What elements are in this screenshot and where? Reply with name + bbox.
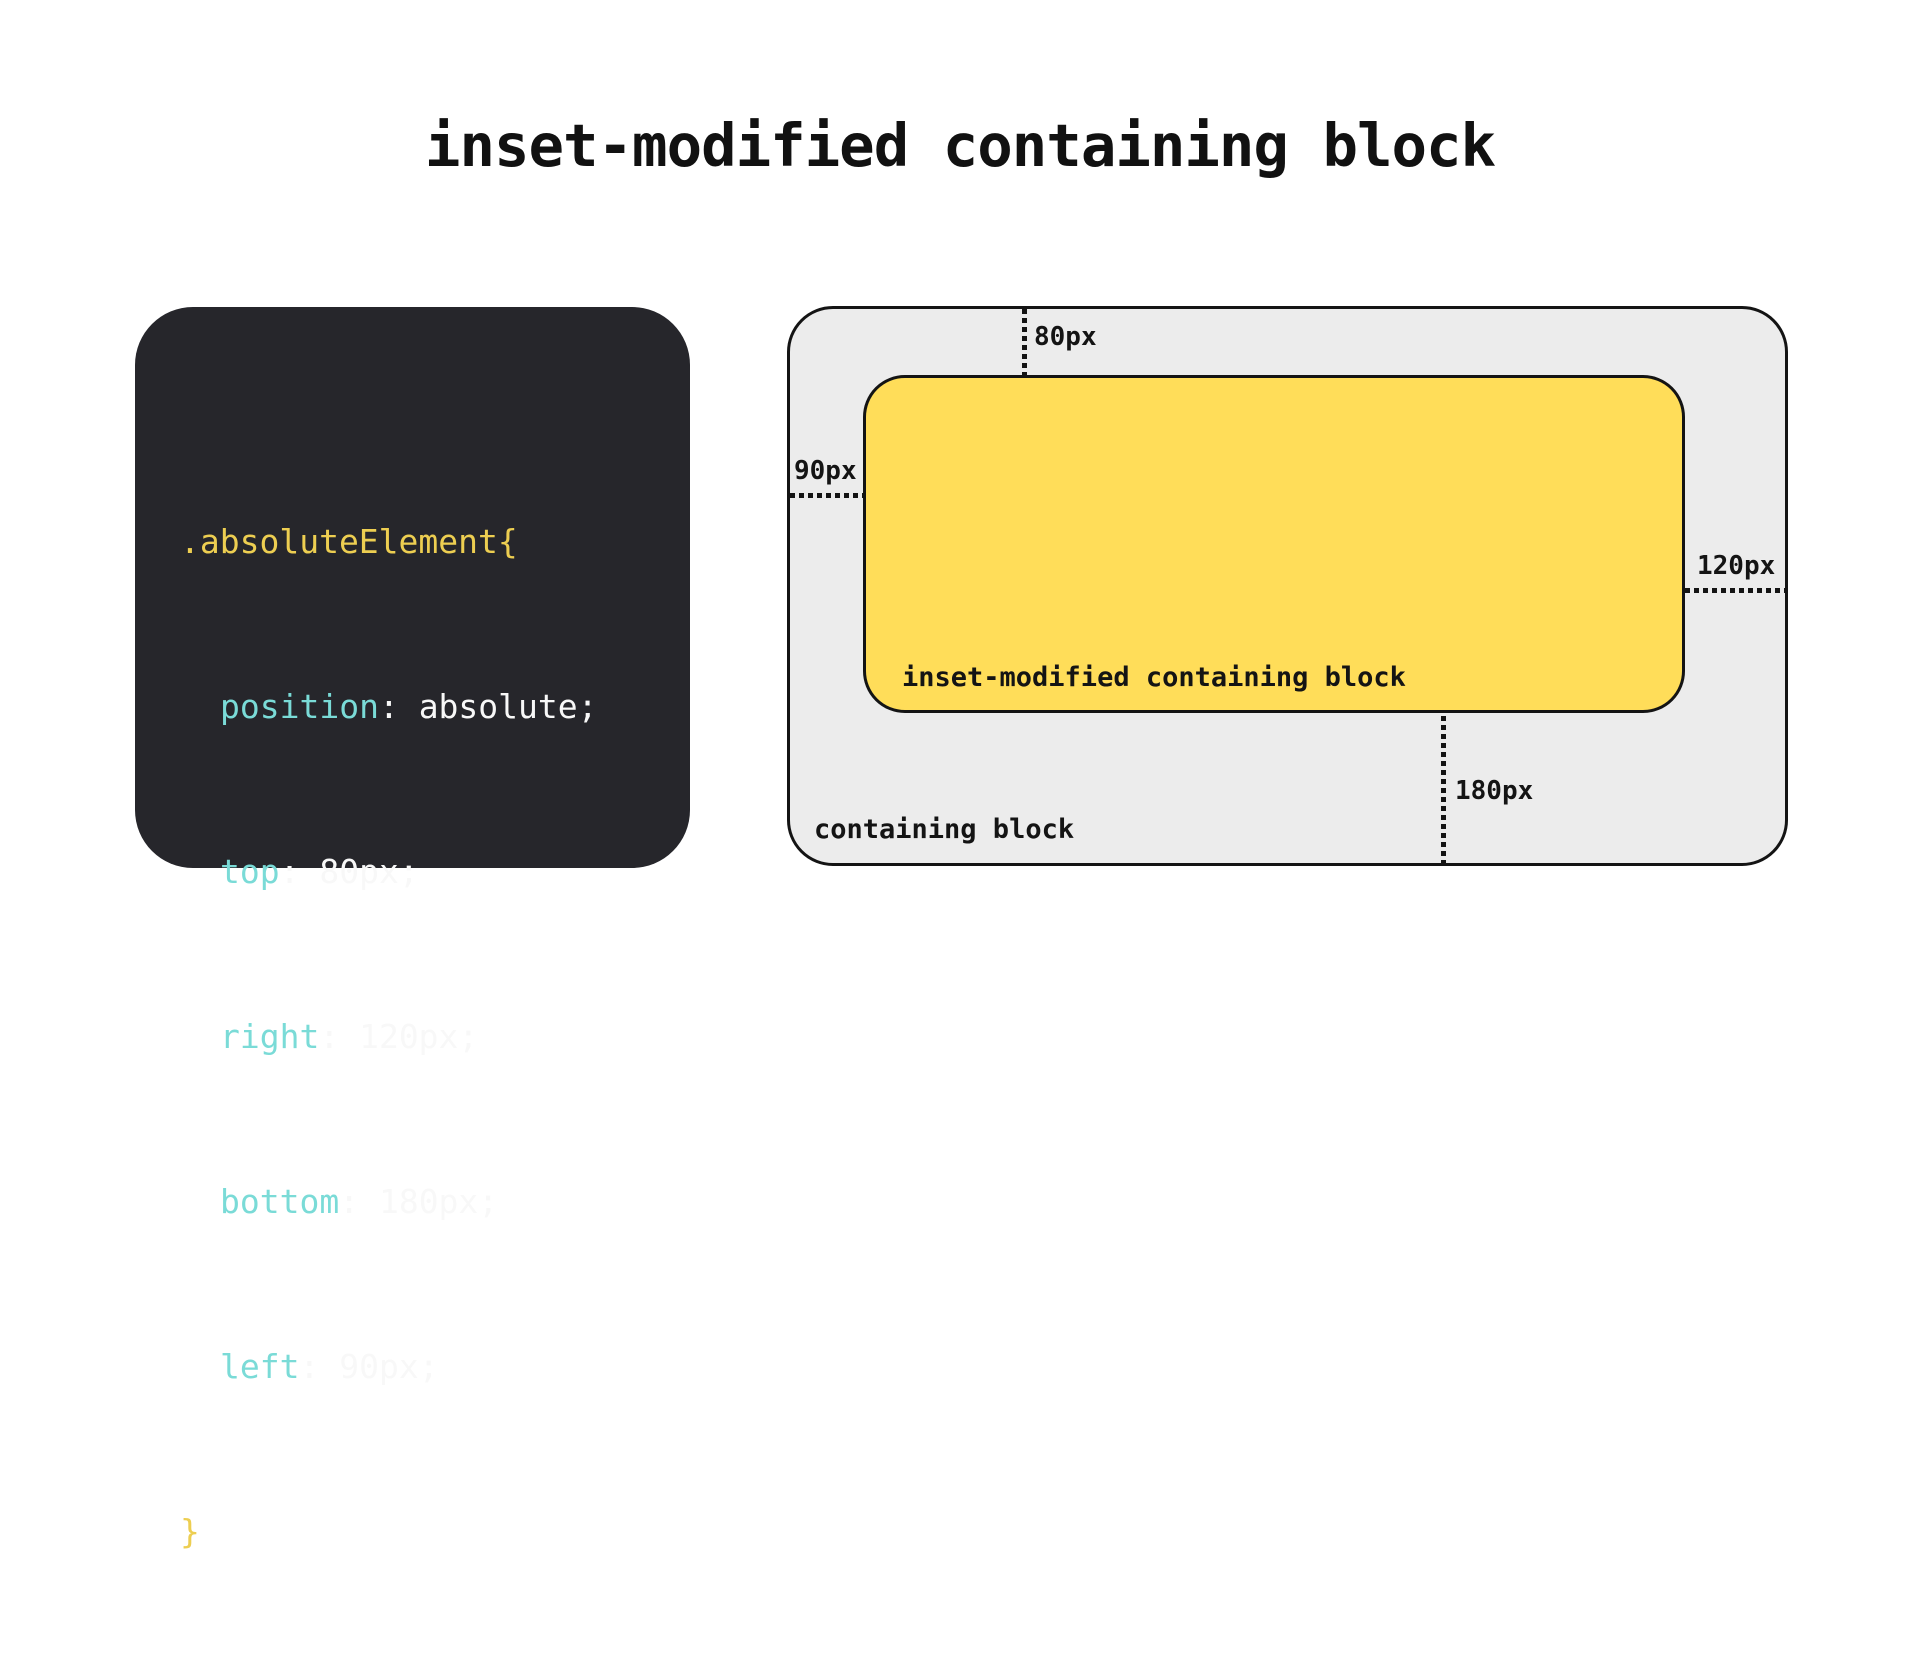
- code-line-selector: .absoluteElement{: [180, 514, 598, 569]
- containing-block-box: inset-modified containing block containi…: [787, 306, 1788, 866]
- page: inset-modified containing block .absolut…: [135, 111, 1788, 1551]
- code-value-top: : 80px;: [279, 852, 419, 891]
- code-property-bottom: bottom: [220, 1182, 340, 1221]
- code-selector: .absoluteElement{: [180, 522, 518, 561]
- top-inset-dotted-line: [1022, 309, 1027, 377]
- inset-modified-containing-block-box: inset-modified containing block: [863, 375, 1685, 713]
- right-inset-dotted-line: [1685, 588, 1785, 593]
- left-inset-measurement: 90px: [794, 456, 857, 486]
- top-inset-measurement: 80px: [1034, 322, 1097, 352]
- bottom-inset-dotted-line: [1441, 716, 1446, 863]
- code-property-right: right: [220, 1017, 320, 1056]
- code-closing-brace: }: [180, 1512, 200, 1551]
- code-value-position: : absolute;: [378, 687, 598, 726]
- code-line-close: }: [180, 1504, 598, 1559]
- css-code: .absoluteElement{ position: absolute; to…: [180, 404, 598, 1669]
- inset-block-label: inset-modified containing block: [902, 661, 1406, 693]
- code-line-bottom: bottom: 180px;: [180, 1174, 598, 1229]
- bottom-inset-measurement: 180px: [1455, 776, 1534, 806]
- code-line-top: top: 80px;: [180, 844, 598, 899]
- code-property-position: position: [220, 687, 379, 726]
- code-property-top: top: [220, 852, 280, 891]
- page-title: inset-modified containing block: [424, 111, 1496, 180]
- code-value-left: : 90px;: [299, 1347, 439, 1386]
- code-line-left: left: 90px;: [180, 1339, 598, 1394]
- code-value-bottom: : 180px;: [339, 1182, 499, 1221]
- code-value-right: : 120px;: [319, 1017, 479, 1056]
- code-line-position: position: absolute;: [180, 679, 598, 734]
- left-inset-dotted-line: [790, 493, 864, 498]
- containing-block-label: containing block: [814, 814, 1075, 845]
- code-line-right: right: 120px;: [180, 1009, 598, 1064]
- code-property-left: left: [220, 1347, 300, 1386]
- css-code-card: .absoluteElement{ position: absolute; to…: [135, 307, 690, 1551]
- right-inset-measurement: 120px: [1697, 551, 1776, 581]
